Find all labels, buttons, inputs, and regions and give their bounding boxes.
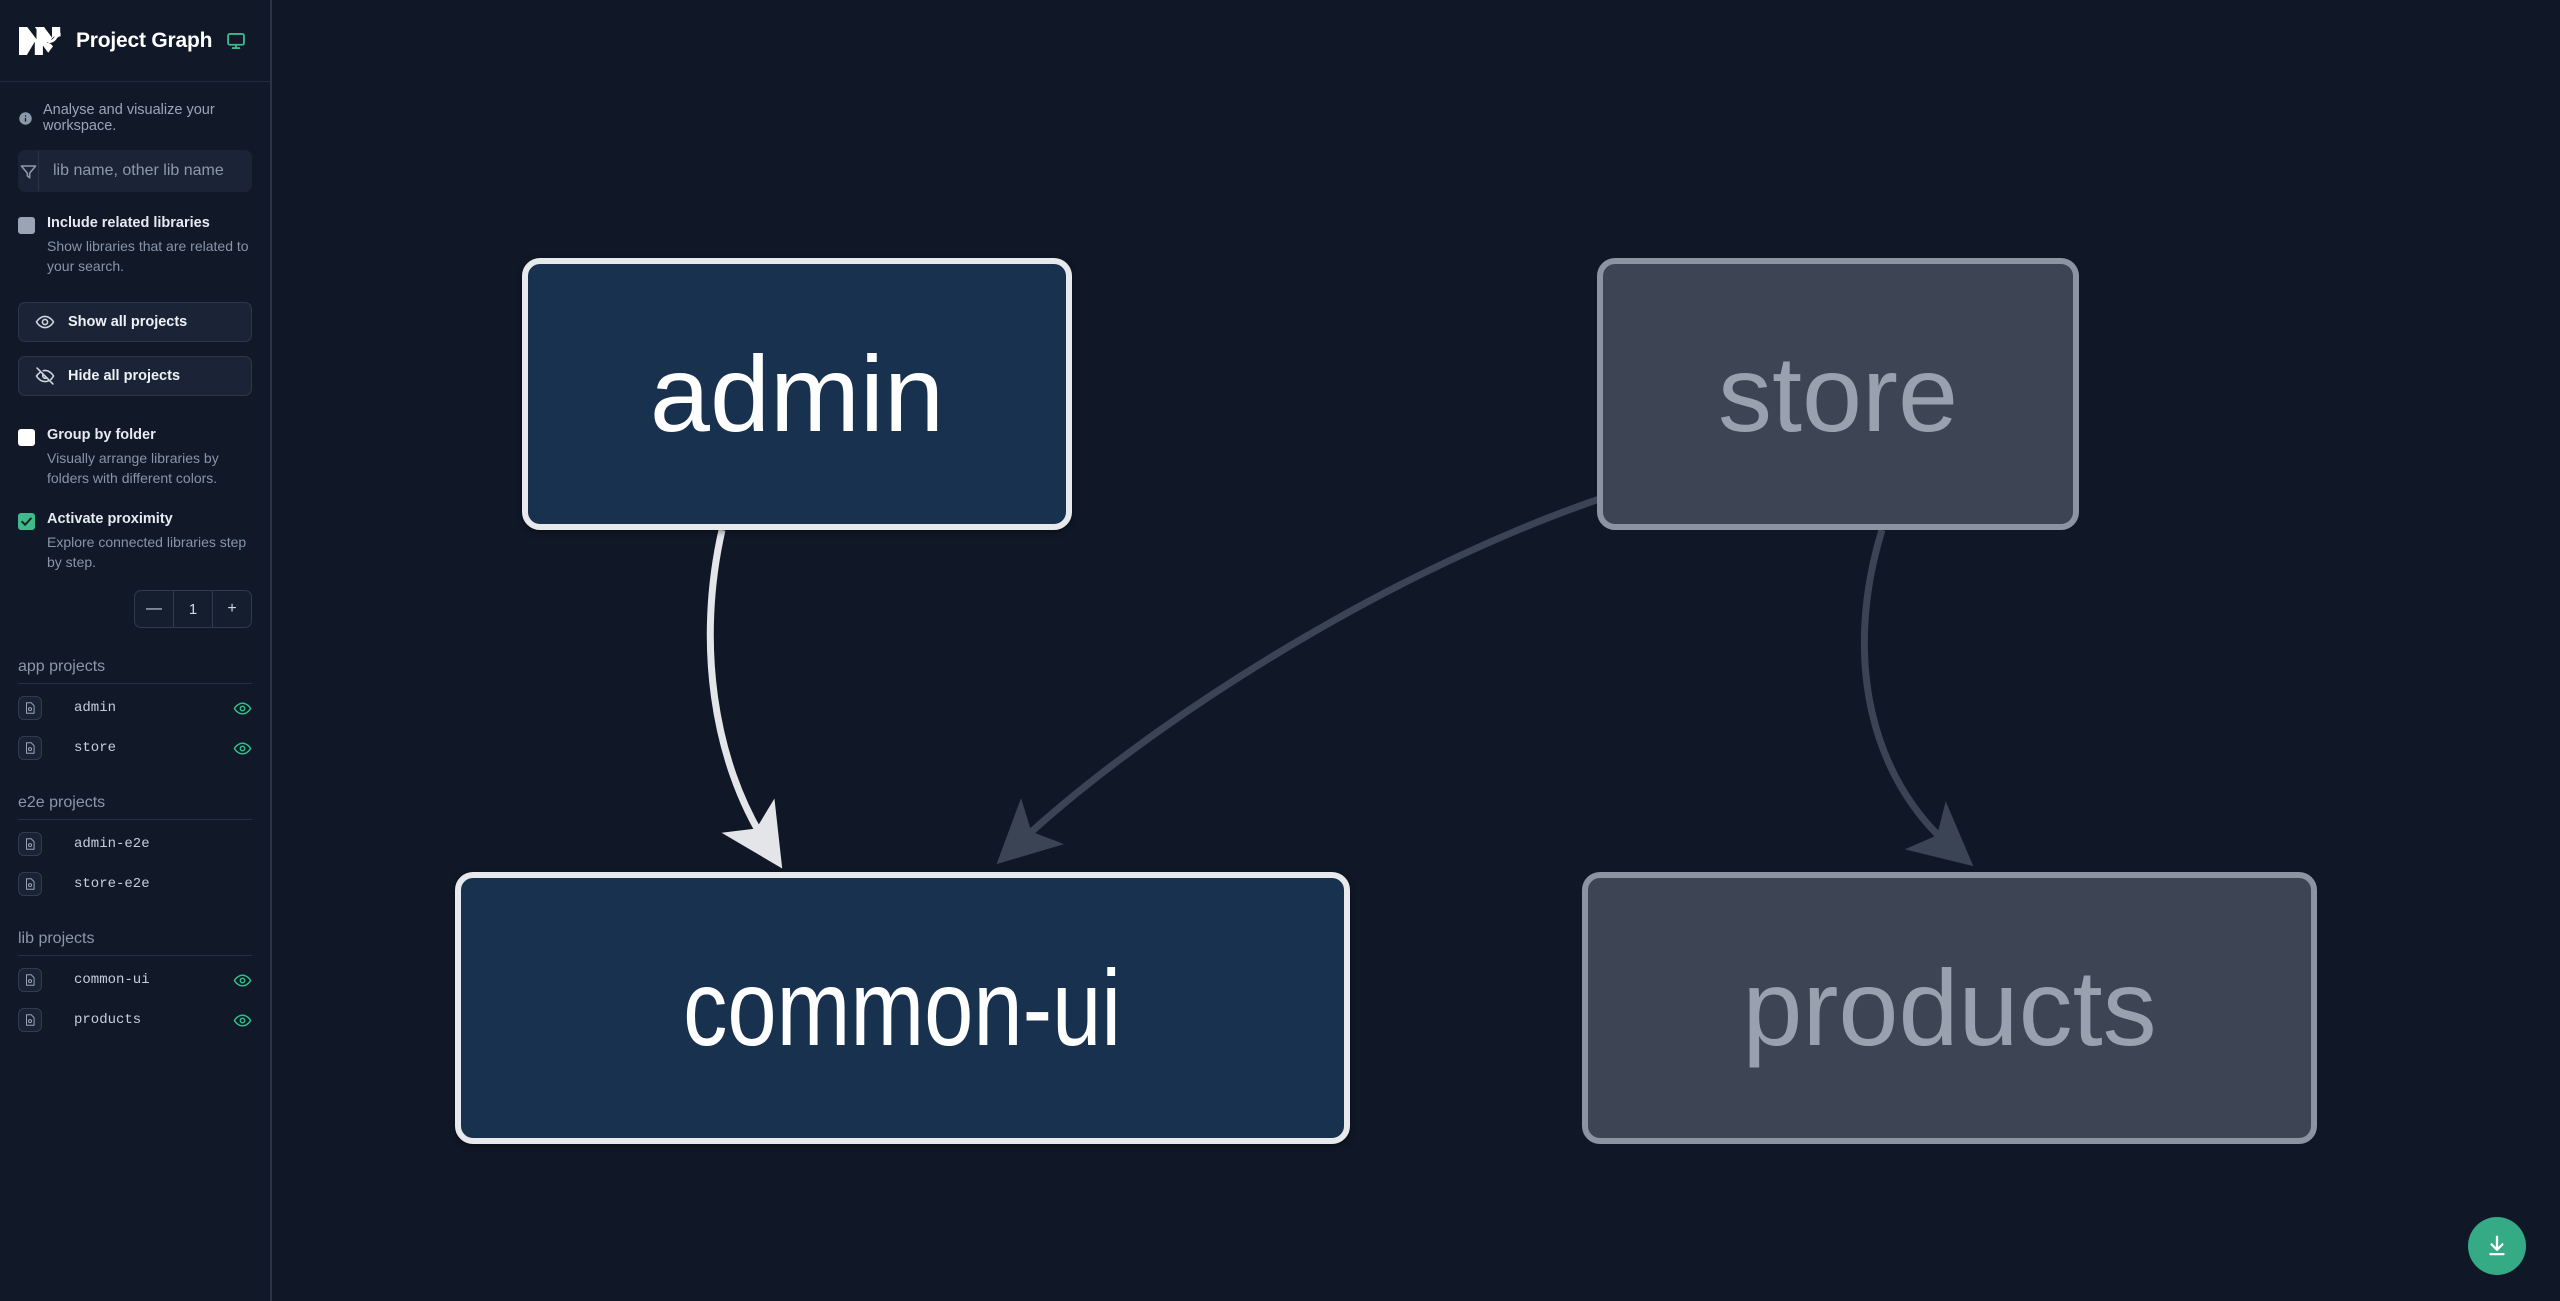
option-label: Group by folder bbox=[47, 427, 156, 444]
nx-logo-icon bbox=[18, 23, 62, 59]
graph-node-common-ui[interactable]: common-ui bbox=[455, 872, 1350, 1144]
checkbox-group-by-folder[interactable] bbox=[18, 429, 35, 447]
info-icon bbox=[18, 111, 33, 126]
project-icon bbox=[18, 832, 42, 857]
project-row-store-e2e[interactable]: store-e2e bbox=[18, 864, 252, 904]
page-title: Project Graph bbox=[76, 28, 213, 52]
option-group-by-folder[interactable]: Group by folder Visually arrange librari… bbox=[18, 426, 252, 488]
filter-icon bbox=[19, 151, 39, 191]
sidebar: Project Graph Analyse and visualize your… bbox=[0, 0, 272, 1301]
graph-node-label: store bbox=[1717, 333, 1959, 454]
project-group-e2e: e2e projects admin-e2e store-e2e bbox=[0, 794, 270, 904]
project-name: admin-e2e bbox=[74, 836, 150, 853]
project-row-admin[interactable]: admin bbox=[18, 688, 252, 728]
proximity-decrement-button[interactable]: — bbox=[135, 591, 174, 628]
project-name: store-e2e bbox=[74, 876, 150, 893]
option-label: Activate proximity bbox=[47, 511, 173, 528]
eye-visible-icon[interactable] bbox=[233, 699, 252, 718]
graph-node-store[interactable]: store bbox=[1597, 258, 2079, 530]
project-group-app: app projects admin bbox=[0, 658, 270, 768]
edge-store-to-common-ui bbox=[996, 466, 1703, 865]
checkbox-include-related[interactable] bbox=[18, 217, 35, 234]
graph-canvas[interactable]: admin store common-ui products bbox=[272, 0, 2560, 1301]
monitor-icon[interactable] bbox=[226, 31, 246, 51]
eye-visible-icon[interactable] bbox=[233, 1011, 252, 1030]
group-heading: e2e projects bbox=[18, 794, 252, 821]
project-name: products bbox=[74, 1012, 142, 1029]
graph-node-label: admin bbox=[649, 333, 945, 454]
option-activate-proximity[interactable]: Activate proximity Explore connected lib… bbox=[18, 510, 252, 572]
tagline-text: Analyse and visualize your workspace. bbox=[43, 102, 215, 134]
sidebar-header: Project Graph bbox=[0, 0, 270, 82]
option-description: Explore connected libraries step by step… bbox=[47, 533, 247, 571]
graph-node-label: common-ui bbox=[683, 947, 1122, 1068]
edge-admin-to-common-ui bbox=[706, 529, 783, 869]
project-row-admin-e2e[interactable]: admin-e2e bbox=[18, 824, 252, 864]
project-row-products[interactable]: products bbox=[18, 1000, 252, 1040]
show-all-projects-button[interactable]: Show all projects bbox=[18, 302, 252, 343]
project-icon bbox=[18, 1008, 42, 1033]
download-graph-button[interactable] bbox=[2468, 1217, 2526, 1275]
group-heading: lib projects bbox=[18, 930, 252, 957]
project-group-lib: lib projects common-ui bbox=[0, 930, 270, 1040]
project-name: common-ui bbox=[74, 972, 150, 989]
group-heading: app projects bbox=[18, 658, 252, 685]
search-field[interactable] bbox=[18, 150, 252, 192]
checkbox-activate-proximity[interactable] bbox=[18, 513, 35, 531]
download-icon bbox=[2489, 1235, 2505, 1256]
edge-store-to-products bbox=[1860, 528, 1974, 867]
proximity-increment-button[interactable]: + bbox=[213, 591, 251, 627]
hide-all-projects-label: Hide all projects bbox=[68, 368, 181, 385]
eye-visible-icon[interactable] bbox=[233, 971, 252, 990]
project-icon bbox=[18, 736, 42, 761]
show-all-projects-label: Show all projects bbox=[68, 314, 188, 331]
proximity-value: 1 bbox=[174, 591, 213, 628]
project-icon bbox=[18, 696, 42, 721]
check-icon bbox=[21, 517, 32, 527]
project-row-store[interactable]: store bbox=[18, 728, 252, 768]
project-name: store bbox=[74, 740, 117, 757]
sidebar-tagline: Analyse and visualize your workspace. bbox=[0, 82, 270, 150]
project-row-common-ui[interactable]: common-ui bbox=[18, 960, 252, 1000]
project-icon bbox=[18, 968, 42, 993]
option-label: Include related libraries bbox=[47, 215, 210, 231]
eye-visible-icon[interactable] bbox=[233, 739, 252, 758]
eye-icon bbox=[35, 315, 55, 329]
option-description: Show libraries that are related to your … bbox=[47, 237, 249, 274]
option-include-related-libraries[interactable]: Include related libraries Show libraries… bbox=[18, 214, 252, 276]
project-icon bbox=[18, 872, 42, 897]
eye-off-icon bbox=[35, 367, 55, 385]
hide-all-projects-button[interactable]: Hide all projects bbox=[18, 356, 252, 397]
search-input[interactable] bbox=[39, 151, 251, 191]
sidebar-controls: Include related libraries Show libraries… bbox=[0, 150, 270, 629]
option-description: Visually arrange libraries by folders wi… bbox=[47, 449, 219, 487]
graph-node-admin[interactable]: admin bbox=[522, 258, 1072, 530]
proximity-stepper[interactable]: — 1 + bbox=[134, 590, 252, 629]
graph-node-products[interactable]: products bbox=[1582, 872, 2317, 1144]
graph-node-label: products bbox=[1742, 947, 2157, 1068]
project-name: admin bbox=[74, 700, 117, 717]
